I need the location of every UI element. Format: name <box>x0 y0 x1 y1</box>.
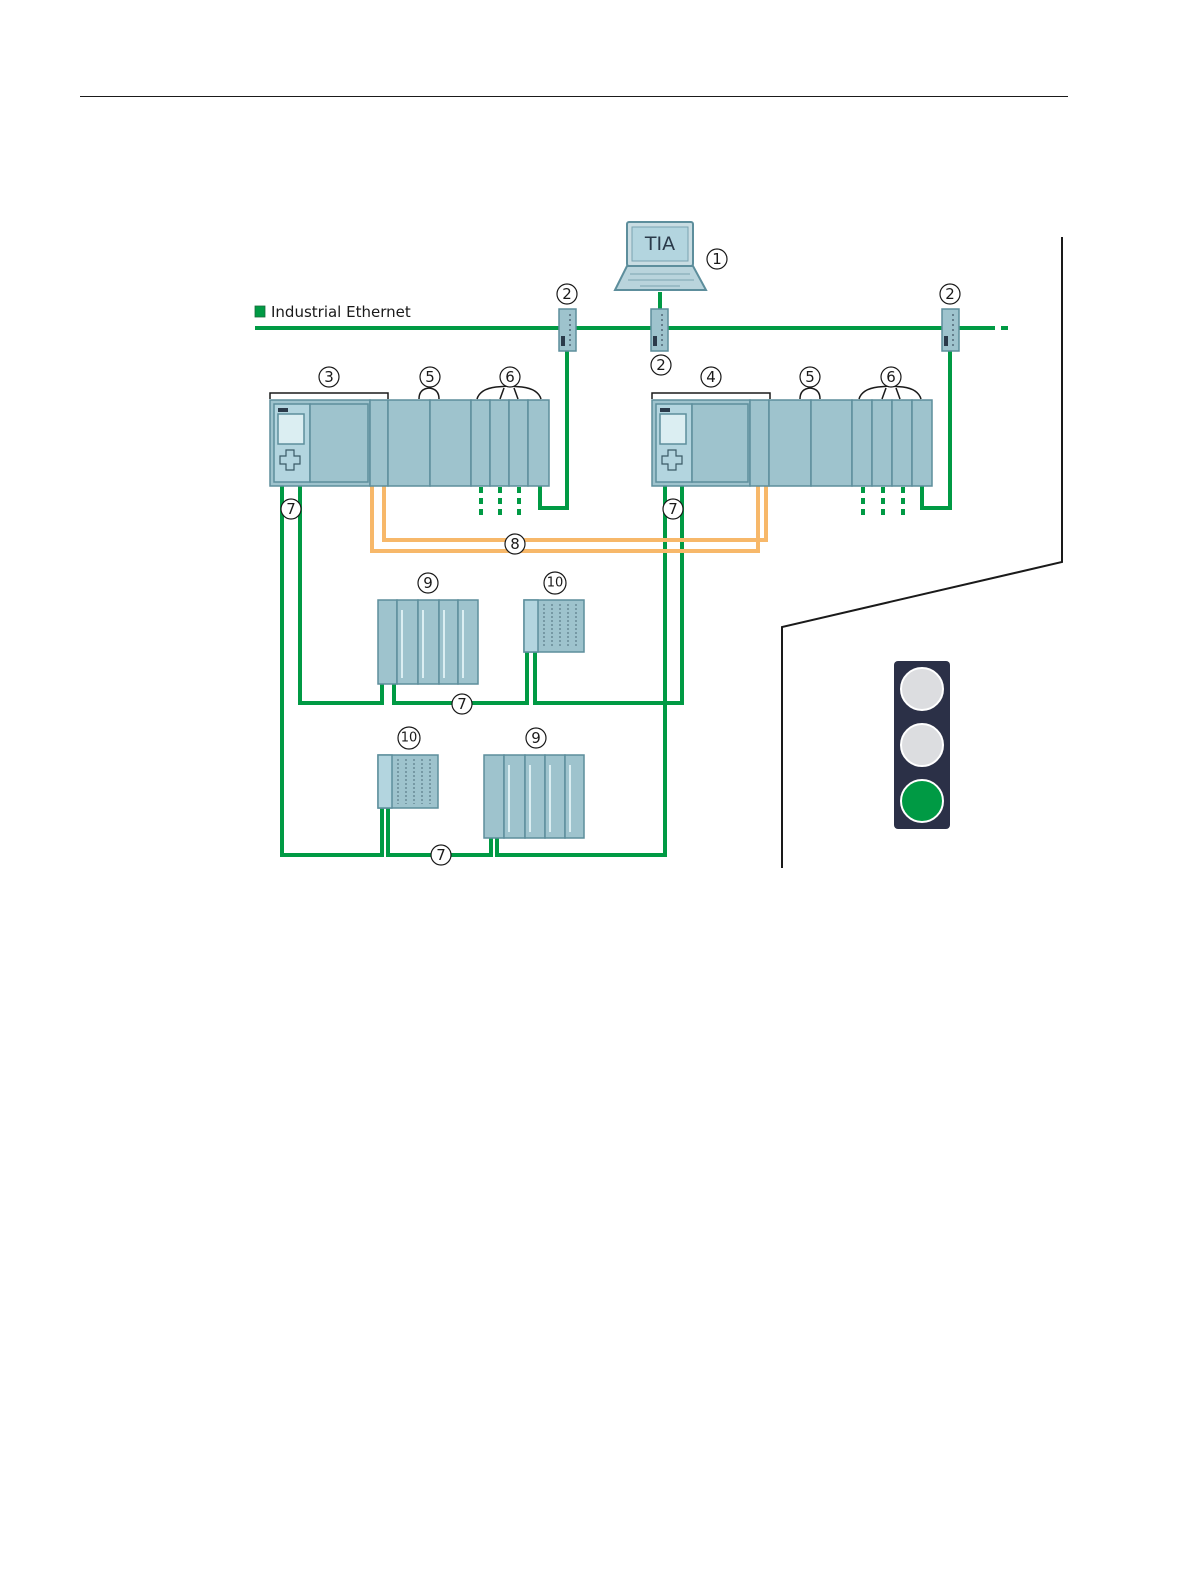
svg-text:2: 2 <box>562 285 572 303</box>
io-station-upper-9 <box>378 600 478 684</box>
h-cpu-rack-right <box>652 400 932 486</box>
svg-text:7: 7 <box>436 846 446 864</box>
io-dashed-drops <box>481 487 903 518</box>
callout-4: 4 <box>701 367 721 387</box>
svg-text:4: 4 <box>706 368 716 386</box>
callout-5-right: 5 <box>800 367 820 387</box>
traffic-light-bottom-lamp <box>901 780 943 822</box>
legend-label: Industrial Ethernet <box>271 303 411 321</box>
switch-left <box>559 309 576 351</box>
callout-6-left: 6 <box>500 367 520 387</box>
svg-text:1: 1 <box>712 250 722 268</box>
callout-9-upper: 9 <box>418 573 438 593</box>
laptop-screen-text: TIA <box>644 233 675 255</box>
svg-text:5: 5 <box>425 368 435 386</box>
switch-center <box>651 309 668 351</box>
svg-text:10: 10 <box>401 731 418 746</box>
svg-text:6: 6 <box>886 368 896 386</box>
svg-text:2: 2 <box>945 285 955 303</box>
svg-text:6: 6 <box>505 368 515 386</box>
callout-2-right: 2 <box>940 284 960 304</box>
svg-text:8: 8 <box>510 535 520 553</box>
h-cpu-rack-left <box>270 400 549 486</box>
callout-1: 1 <box>707 249 727 269</box>
io-station-upper-10 <box>524 600 584 652</box>
svg-text:7: 7 <box>286 500 296 518</box>
svg-text:9: 9 <box>423 574 433 592</box>
svg-text:7: 7 <box>668 500 678 518</box>
svg-text:5: 5 <box>805 368 815 386</box>
callout-7-cpu-left: 7 <box>281 499 301 519</box>
svg-text:3: 3 <box>324 368 334 386</box>
callout-6-right: 6 <box>881 367 901 387</box>
traffic-light-middle-lamp <box>901 724 943 766</box>
callout-7-lower: 7 <box>431 845 451 865</box>
io-station-lower-9 <box>484 755 584 838</box>
svg-text:10: 10 <box>547 576 564 591</box>
traffic-light <box>894 661 950 829</box>
rack-brackets <box>270 386 921 399</box>
callout-10-lower: 10 <box>398 727 420 749</box>
callout-2-left: 2 <box>557 284 577 304</box>
switch-right <box>942 309 959 351</box>
callout-8: 8 <box>505 534 525 554</box>
io-station-lower-10 <box>378 755 438 808</box>
callout-7-cpu-right: 7 <box>663 499 683 519</box>
engineering-laptop: TIA <box>615 222 706 290</box>
svg-text:2: 2 <box>656 356 666 374</box>
svg-text:7: 7 <box>457 695 467 713</box>
callout-3: 3 <box>319 367 339 387</box>
callout-5-left: 5 <box>420 367 440 387</box>
callout-9-lower: 9 <box>526 728 546 748</box>
traffic-light-top-lamp <box>901 668 943 710</box>
svg-text:9: 9 <box>531 729 541 747</box>
legend-swatch <box>255 306 265 317</box>
callout-7-upper: 7 <box>452 694 472 714</box>
callout-2-center: 2 <box>651 355 671 375</box>
callout-10-upper: 10 <box>544 572 566 594</box>
